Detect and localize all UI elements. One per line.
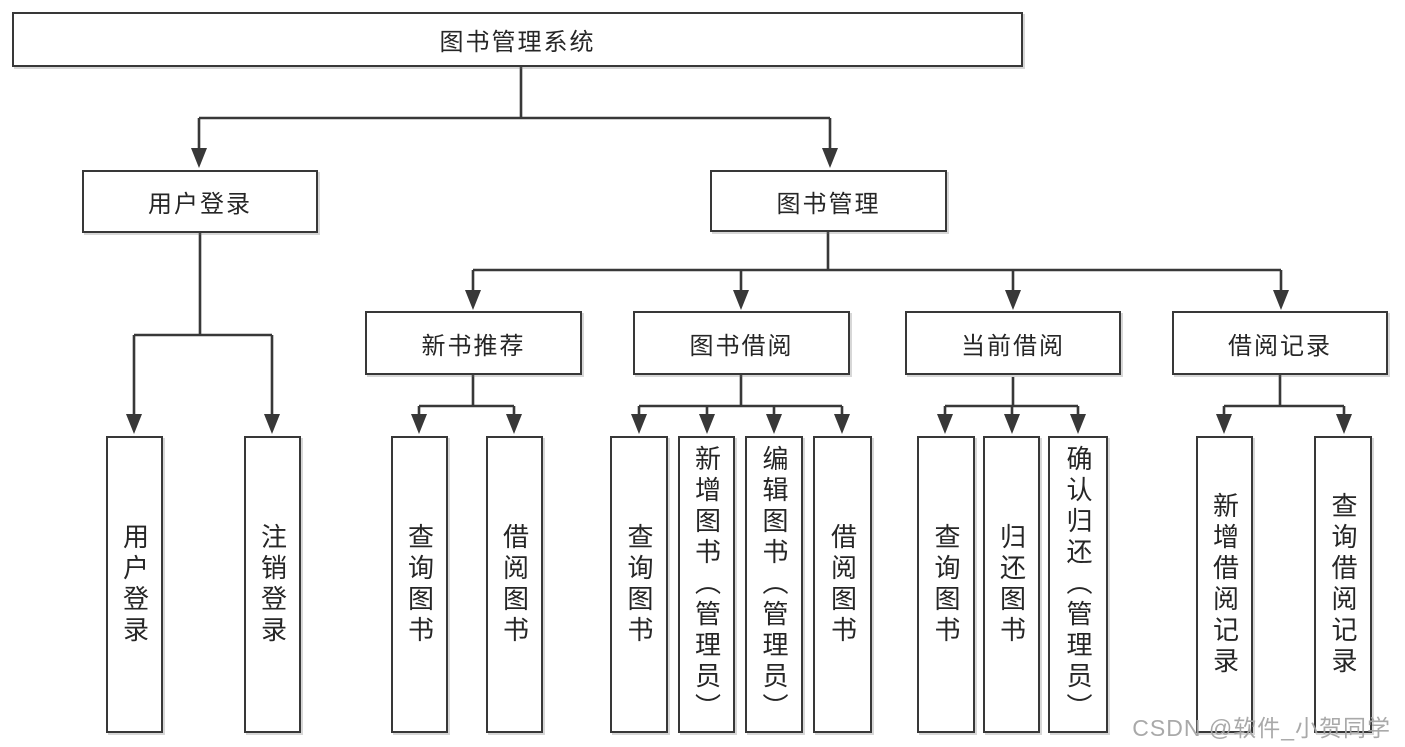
- node-book-borrow: 图书借阅: [633, 311, 850, 375]
- leaf-newbook-borrow-book-label: 借阅图书: [499, 522, 530, 647]
- node-user-login-group: 用户登录: [82, 170, 318, 233]
- leaf-current-return-book-label: 归还图书: [996, 522, 1027, 647]
- connector-skeleton: [132, 67, 1346, 416]
- node-root-label: 图书管理系统: [439, 29, 596, 56]
- leaf-records-add-record: 新增借阅记录: [1196, 436, 1253, 733]
- leaf-logout-label: 注销登录: [257, 522, 288, 647]
- leaf-current-confirm-return-label: 确认归还（管理员）: [1063, 445, 1093, 724]
- node-current-borrow-label: 当前借阅: [961, 332, 1065, 360]
- watermark: CSDN @软件_小贺同学: [1132, 715, 1391, 741]
- leaf-logout: 注销登录: [244, 436, 301, 733]
- leaf-user-login-label: 用户登录: [119, 522, 150, 647]
- leaf-records-add-record-label: 新增借阅记录: [1209, 491, 1240, 678]
- node-root: 图书管理系统: [12, 12, 1023, 67]
- node-book-mgmt-group: 图书管理: [710, 170, 947, 232]
- leaf-user-login: 用户登录: [106, 436, 163, 733]
- leaf-borrow-borrow-book-label: 借阅图书: [827, 522, 858, 647]
- leaf-borrow-query-book-label: 查询图书: [624, 522, 654, 647]
- leaf-borrow-edit-book: 编辑图书（管理员）: [745, 436, 803, 733]
- node-book-mgmt-group-label: 图书管理: [776, 190, 881, 218]
- leaf-records-query-record: 查询借阅记录: [1314, 436, 1372, 733]
- leaf-current-query-book-label: 查询图书: [931, 522, 961, 647]
- leaf-newbook-borrow-book: 借阅图书: [486, 436, 543, 733]
- leaf-current-return-book: 归还图书: [983, 436, 1040, 733]
- arrowheads: [126, 148, 1352, 434]
- node-new-book-rec-label: 新书推荐: [421, 332, 526, 360]
- leaf-records-query-record-label: 查询借阅记录: [1328, 491, 1358, 678]
- leaf-newbook-query-book: 查询图书: [391, 436, 448, 733]
- leaf-current-confirm-return: 确认归还（管理员）: [1048, 436, 1108, 733]
- node-borrow-records: 借阅记录: [1172, 311, 1388, 375]
- node-user-login-group-label: 用户登录: [148, 191, 252, 218]
- leaf-current-query-book: 查询图书: [917, 436, 975, 733]
- leaf-borrow-add-book-label: 新增图书（管理员）: [691, 445, 722, 724]
- node-new-book-rec: 新书推荐: [365, 311, 582, 375]
- leaf-borrow-add-book: 新增图书（管理员）: [678, 436, 735, 733]
- node-current-borrow: 当前借阅: [905, 311, 1121, 375]
- leaf-newbook-query-book-label: 查询图书: [404, 522, 435, 647]
- leaf-borrow-query-book: 查询图书: [610, 436, 668, 733]
- node-book-borrow-label: 图书借阅: [689, 332, 794, 360]
- leaf-borrow-borrow-book: 借阅图书: [813, 436, 872, 733]
- node-borrow-records-label: 借阅记录: [1228, 332, 1332, 360]
- leaf-borrow-edit-book-label: 编辑图书（管理员）: [759, 445, 789, 724]
